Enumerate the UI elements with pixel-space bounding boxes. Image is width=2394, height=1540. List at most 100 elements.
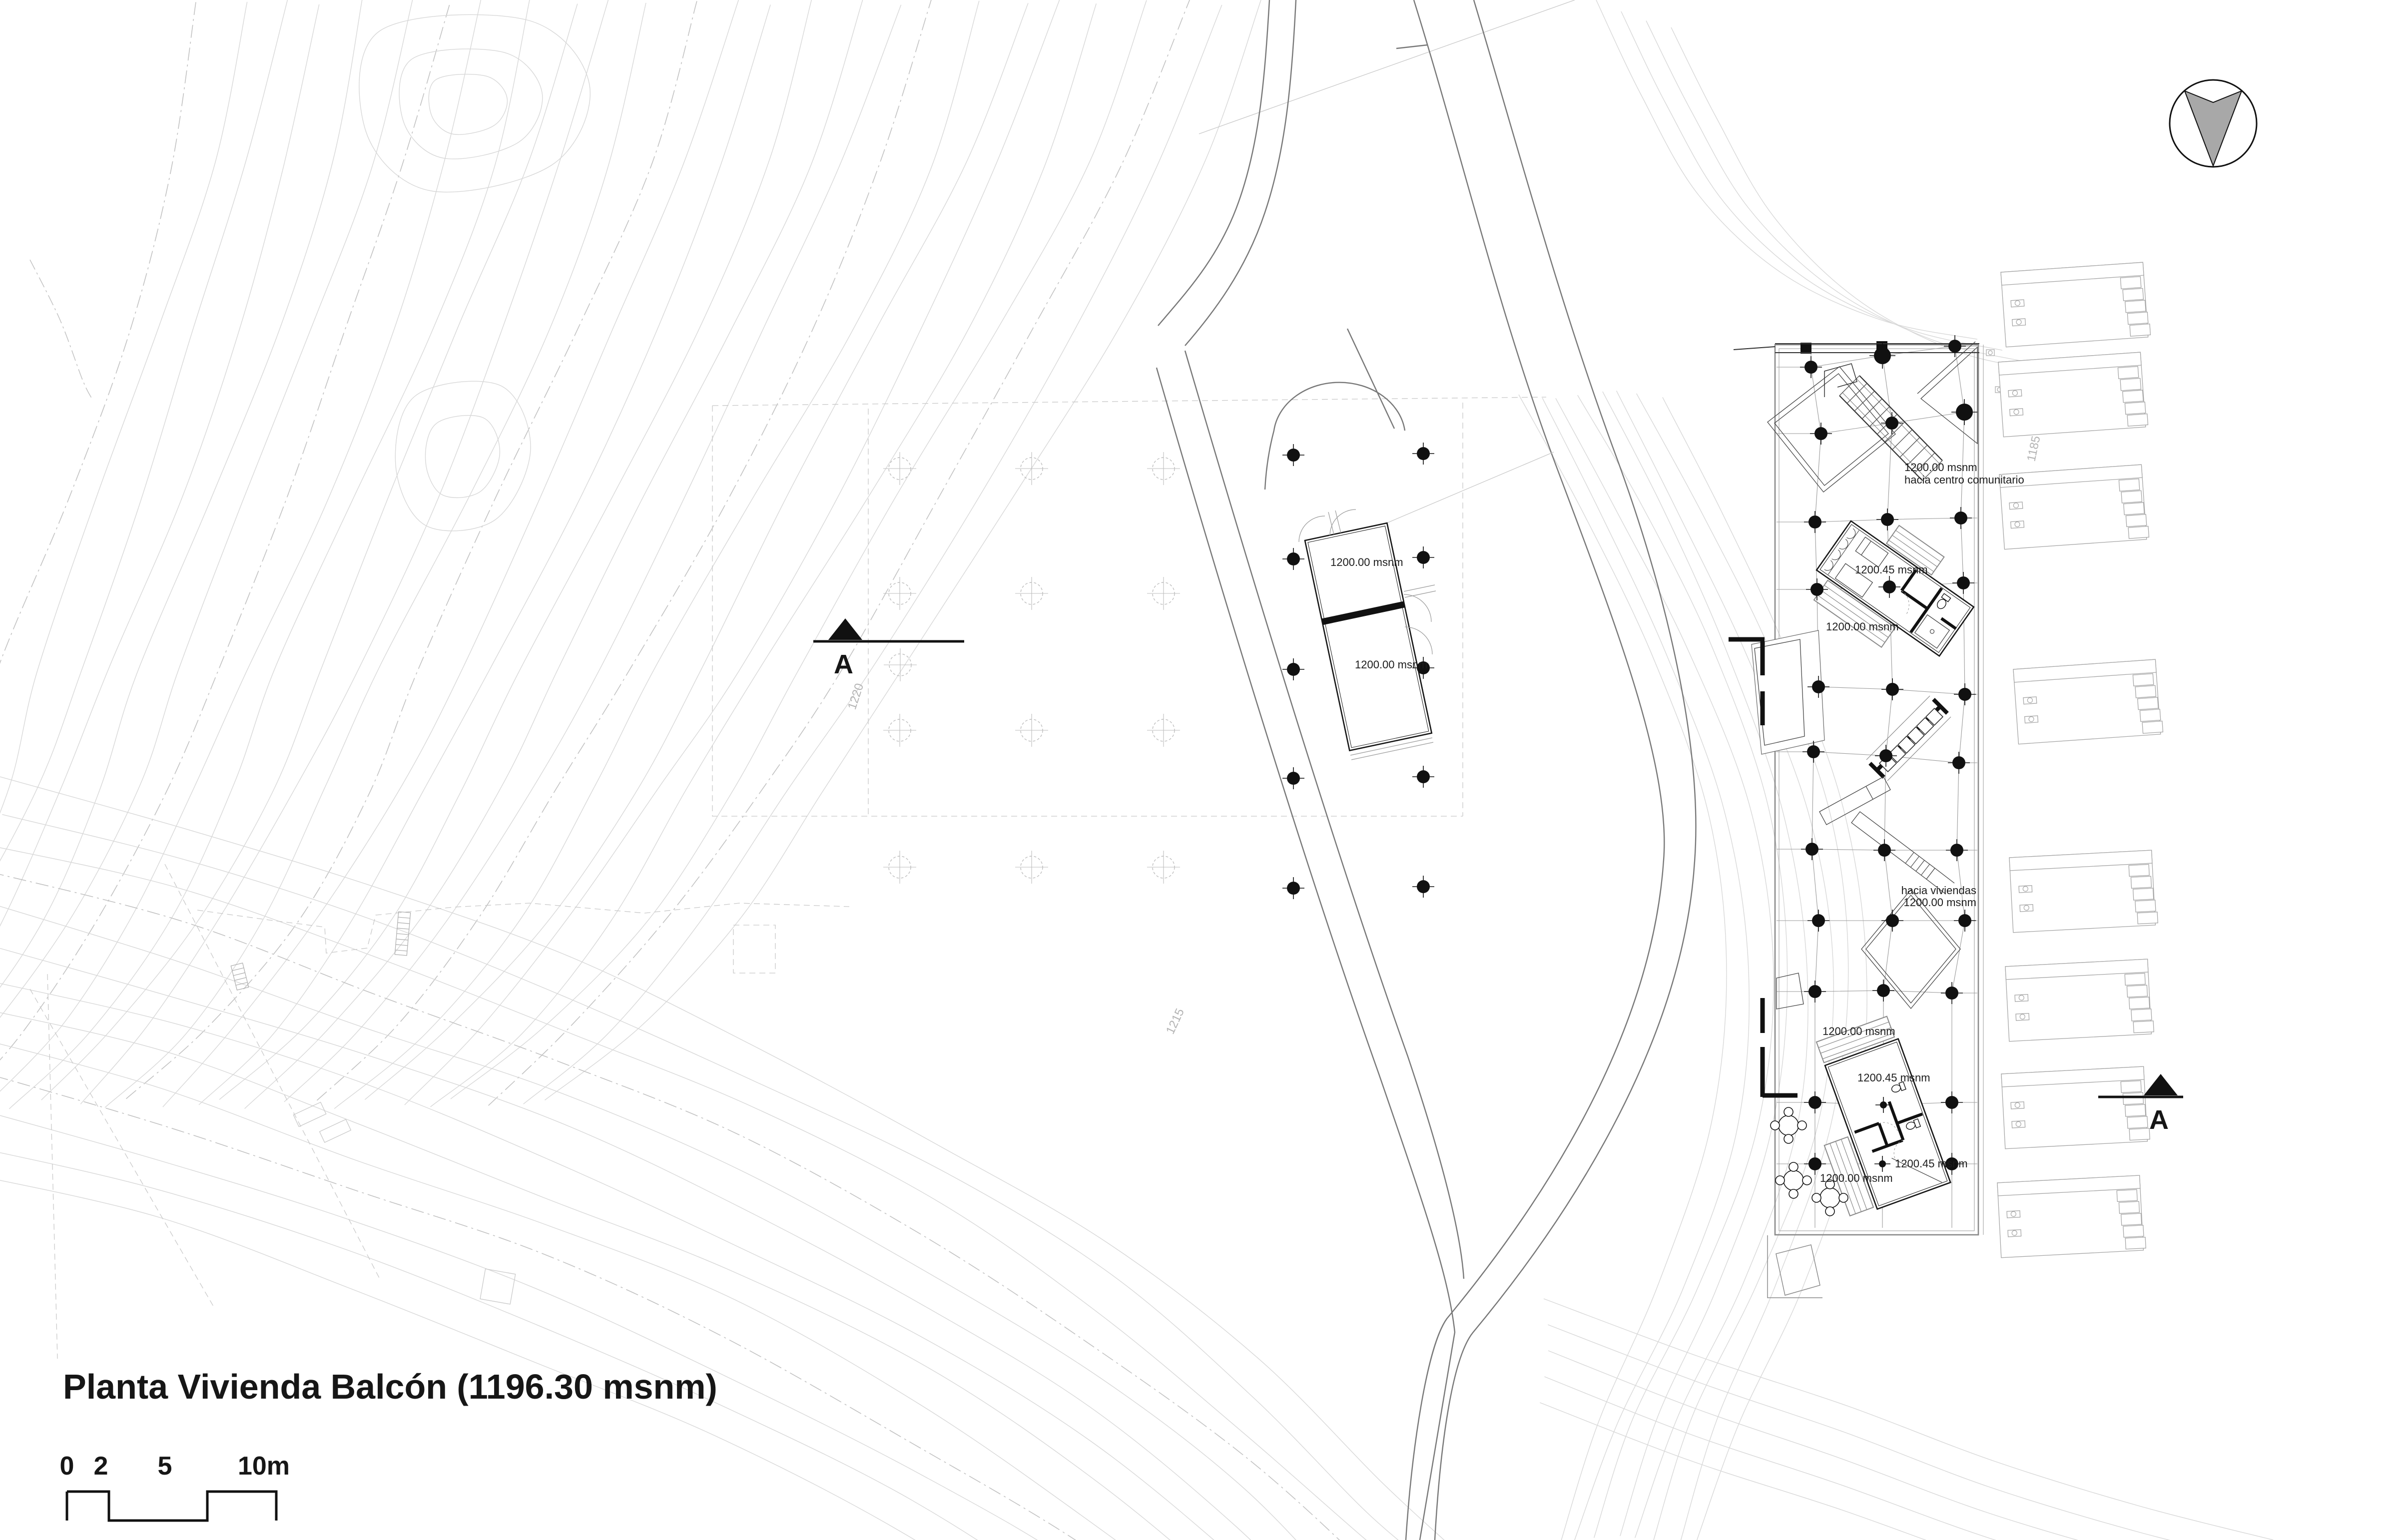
neighbor-stair (2128, 864, 2150, 877)
tree-dot (1282, 767, 1304, 789)
grid-line (1777, 751, 1977, 763)
level-label: 1200.45 msnm (1895, 1157, 1968, 1170)
contour-line (0, 948, 1251, 1540)
tree-dot (1875, 1097, 1891, 1113)
neighbor-building (1997, 1175, 2146, 1258)
contour-line (0, 847, 1367, 1540)
survey-point-icon (1147, 851, 1180, 884)
contour-line (8, 0, 530, 1109)
fixture (2013, 503, 2019, 509)
ramp-tread (1920, 864, 1930, 876)
chair (1789, 1162, 1798, 1172)
pergola-post (1897, 735, 1916, 754)
tree-dot (1951, 399, 1977, 425)
neighbor-stair (2124, 1104, 2146, 1117)
pergola-post (1906, 726, 1925, 745)
tree-dot (1872, 980, 1894, 1002)
neighbor-building (2013, 659, 2164, 745)
neighbor-building (1998, 352, 2149, 438)
scale-tick-label: 10m (238, 1452, 290, 1481)
tree-dot (1873, 839, 1895, 861)
contour-line (395, 381, 531, 531)
survey-point-icon (1147, 577, 1180, 610)
chair (1775, 1175, 1785, 1185)
contour-line (359, 14, 591, 193)
vivienda-lower (1815, 1016, 1951, 1217)
direction-label: hacia centro comunitario (1904, 474, 2024, 486)
footpath-upper (1158, 0, 1297, 346)
section-marker-a-right: A (2098, 1074, 2183, 1135)
contour-line (1555, 398, 1774, 1538)
tree-dot (1950, 507, 1972, 529)
contour-label: 1215 (1164, 1007, 1187, 1036)
tree-dot (1881, 412, 1903, 434)
fixture (2011, 1120, 2026, 1128)
fixture (2010, 1101, 2025, 1109)
fixture (2024, 715, 2039, 724)
stair-tread (1914, 453, 1935, 474)
ramp-tread (1905, 852, 1914, 864)
tree-dot (1878, 576, 1900, 598)
tree-dot (1804, 1091, 1826, 1113)
contour-line (1616, 390, 1834, 1540)
contour-line (315, 0, 932, 1102)
boundary-jag (197, 903, 850, 954)
neighbor-stair (2120, 1213, 2142, 1226)
contour-line (1543, 1298, 2274, 1540)
contour-line (0, 874, 1340, 1540)
neighbor-stair (2135, 900, 2156, 913)
fixture (2019, 904, 2034, 912)
contour-line (162, 0, 739, 1107)
contour-lines-layer (0, 0, 2274, 1540)
contour-line (244, 0, 863, 1109)
tree-dot (1412, 766, 1434, 788)
plot-tree-dots (1800, 335, 1977, 1175)
stair-tread (1892, 429, 1913, 450)
pergola (1866, 695, 1951, 781)
neighbor-stair (2130, 876, 2152, 889)
neighbor-stair (2129, 323, 2151, 337)
survey-point-icon (883, 452, 916, 485)
grid-line (1777, 412, 1977, 434)
road-edge-right (1434, 0, 1697, 1540)
contour-line (0, 1043, 1116, 1540)
ramp-tread (1915, 860, 1925, 872)
turnaround (1264, 382, 1406, 490)
contour-line (41, 3, 578, 1100)
tree-dot (1876, 509, 1898, 530)
tree-dot (1282, 548, 1304, 570)
tree-dot (1869, 343, 1895, 369)
survey-points-layer (883, 452, 1180, 884)
contour-line (428, 73, 508, 135)
fixture (2010, 520, 2025, 529)
ramp-tread (1910, 856, 1920, 868)
tree-dot (1804, 981, 1826, 1003)
lower-lot (1767, 1235, 1822, 1298)
survey-point-icon (1147, 714, 1180, 747)
survey-point-icon (1015, 577, 1048, 610)
contour-line (1596, 0, 1978, 340)
tree-dot (1948, 752, 1970, 774)
tree-dot (1881, 678, 1903, 700)
contour-line (1577, 395, 1788, 1537)
neighbor-stair (2122, 288, 2144, 301)
fixture (2018, 885, 2033, 893)
mid-building (1298, 509, 1436, 760)
fixture (2006, 1210, 2021, 1218)
north-arrow-icon (2169, 79, 2258, 168)
tree-dot (1412, 546, 1434, 568)
road-edge-left (1405, 0, 1665, 1540)
neighbor-stair (2137, 697, 2159, 710)
neighbor-building (2009, 850, 2158, 933)
neighbor-stair (2128, 525, 2150, 539)
fixture (2016, 319, 2022, 325)
level-label: 1200.00 msnm (1826, 620, 1899, 633)
ramp-tread (1926, 868, 1935, 880)
scale-tick-label: 0 (60, 1452, 74, 1481)
contour-line (1548, 1350, 2078, 1540)
fence-post (1800, 343, 1811, 354)
neighbor-stair (2126, 985, 2148, 998)
fixture (2014, 994, 2029, 1002)
neighbor-building (2001, 1066, 2150, 1149)
contour-label: 1185 (2024, 435, 2043, 463)
